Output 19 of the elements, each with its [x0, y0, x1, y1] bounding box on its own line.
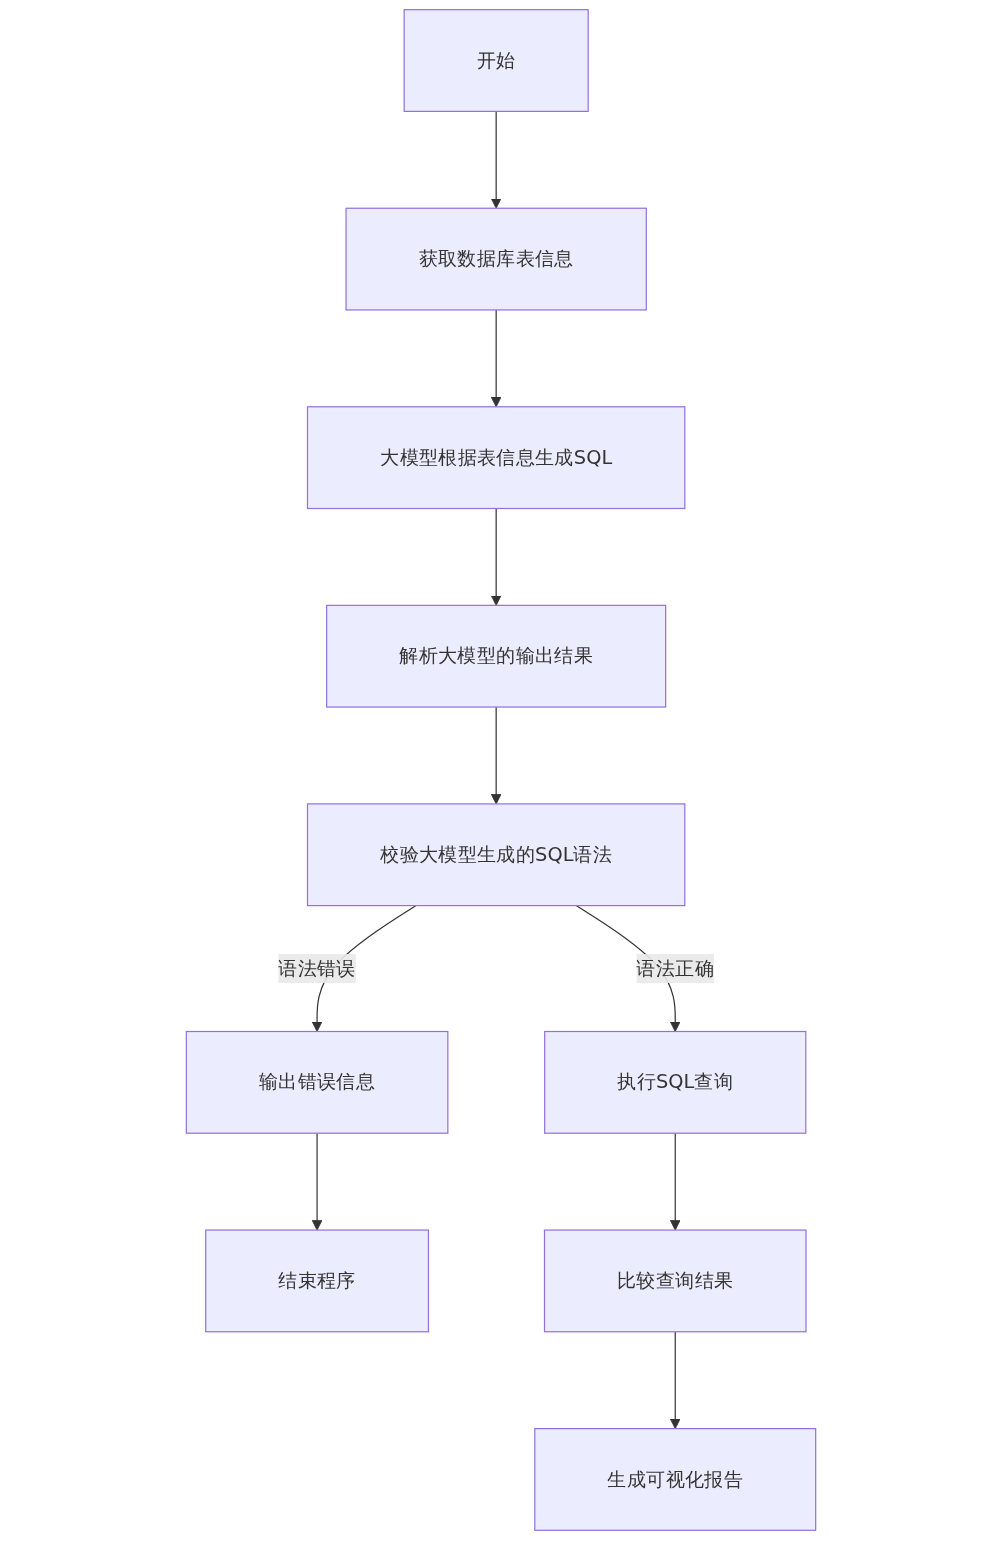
- node-box: 解析大模型的输出结果: [326, 604, 667, 708]
- arrow: [669, 1132, 681, 1231]
- arrow: [490, 110, 502, 209]
- node-box: 输出错误信息: [185, 1030, 449, 1134]
- node-box: 校验大模型生成的SQL语法: [306, 803, 686, 907]
- node-box: 比较查询结果: [543, 1229, 807, 1333]
- arrow: [311, 1132, 323, 1231]
- arrow: [490, 706, 502, 805]
- node-box: 结束程序: [205, 1229, 430, 1333]
- node-box: 大模型根据表信息生成SQL: [306, 406, 686, 510]
- edge-label: 语法错误: [278, 956, 356, 980]
- node-box: 执行SQL查询: [544, 1030, 807, 1134]
- node-box: 生成可视化报告: [534, 1428, 817, 1531]
- node-box: 获取数据库表信息: [345, 207, 647, 311]
- node-box: 开始: [403, 9, 589, 112]
- arrow: [669, 1331, 681, 1430]
- arrow: [490, 507, 502, 606]
- edge-label: 语法正确: [636, 956, 714, 980]
- arrow: [490, 309, 502, 408]
